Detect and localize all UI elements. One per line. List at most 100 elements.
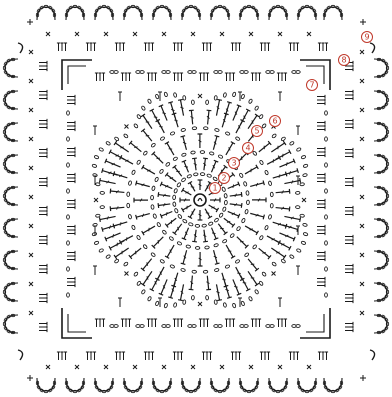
double-crochet-stitch bbox=[142, 226, 155, 235]
double-crochet-stitch bbox=[109, 150, 124, 160]
dc-cluster bbox=[251, 319, 261, 327]
chain-stitch bbox=[248, 296, 252, 301]
inner-square-round bbox=[67, 71, 328, 328]
single-treble bbox=[93, 176, 97, 185]
double-crochet-stitch bbox=[279, 233, 295, 241]
single-crochet-stitch bbox=[29, 166, 33, 170]
dc-cluster bbox=[121, 319, 131, 327]
dc-cluster bbox=[67, 95, 75, 105]
chain-stitch bbox=[259, 235, 264, 240]
ring-start-mark bbox=[198, 199, 202, 202]
scallop bbox=[3, 122, 18, 141]
chain-stitch bbox=[173, 93, 177, 98]
single-crochet-stitch bbox=[360, 50, 364, 54]
chain-stitch bbox=[173, 303, 177, 308]
chain-stitch bbox=[99, 147, 104, 151]
chain-stitch bbox=[262, 272, 267, 277]
scallop bbox=[181, 378, 200, 393]
dc-cluster bbox=[345, 119, 353, 129]
chain-stitch bbox=[241, 94, 245, 99]
double-crochet-stitch bbox=[192, 158, 197, 170]
dc-cluster bbox=[67, 147, 75, 157]
dc-cluster bbox=[67, 173, 75, 183]
single-treble bbox=[118, 92, 122, 101]
chain-stitch bbox=[303, 173, 308, 177]
chain-stitch bbox=[67, 241, 70, 245]
chain-stitch bbox=[259, 114, 264, 119]
chain-stitch bbox=[188, 222, 193, 226]
scallop bbox=[268, 378, 287, 393]
dc-cluster bbox=[57, 43, 67, 51]
dc-cluster bbox=[345, 293, 353, 303]
double-crochet-stitch bbox=[172, 165, 181, 176]
chain-stitch bbox=[301, 155, 306, 159]
dc-cluster bbox=[144, 352, 154, 360]
slip-stitch-mark bbox=[27, 19, 33, 25]
double-crochet-stitch bbox=[99, 178, 115, 183]
chain-stitch bbox=[99, 248, 104, 252]
slip-stitch-mark bbox=[360, 375, 366, 381]
dc-cluster bbox=[317, 199, 325, 209]
double-crochet-stitch bbox=[114, 248, 129, 259]
double-crochet-stitch bbox=[180, 136, 186, 150]
chain-stitch bbox=[100, 191, 105, 194]
scallop bbox=[239, 378, 258, 393]
chain-stitch bbox=[202, 224, 207, 227]
chain-stitch bbox=[325, 163, 328, 167]
double-crochet-stitch bbox=[225, 102, 232, 118]
scallop bbox=[3, 314, 18, 333]
double-crochet-stitch bbox=[276, 150, 291, 160]
chain-stitch bbox=[187, 174, 192, 178]
chain-stitch bbox=[95, 214, 100, 217]
chain-stitch bbox=[325, 111, 328, 115]
corner-bracket bbox=[300, 308, 330, 338]
single-crochet-stitch bbox=[360, 311, 364, 315]
chain-stitch bbox=[209, 152, 214, 156]
round-markers: 1 2 3 4 5 6 7 8 9 bbox=[210, 32, 373, 194]
chain-stitch bbox=[252, 151, 257, 156]
single-crochet-stitch bbox=[104, 365, 108, 369]
chain-stitch bbox=[151, 195, 154, 200]
dc-cluster bbox=[225, 73, 235, 81]
chain-stitch bbox=[128, 214, 132, 219]
scallop bbox=[36, 5, 55, 20]
single-crochet-stitch bbox=[162, 32, 166, 36]
chain-stitch bbox=[106, 254, 111, 259]
double-crochet-stitch bbox=[136, 214, 150, 220]
chain-stitch bbox=[219, 213, 224, 218]
scallop bbox=[297, 5, 316, 20]
single-crochet-stitch bbox=[29, 50, 33, 54]
scallop bbox=[3, 186, 18, 205]
double-crochet-stitch bbox=[271, 248, 286, 259]
chain-stitch bbox=[195, 224, 200, 227]
chain-stitch bbox=[301, 241, 306, 245]
double-crochet-stitch bbox=[233, 279, 241, 295]
double-crochet-stitch bbox=[160, 212, 172, 219]
corner-bracket bbox=[62, 308, 92, 338]
double-crochet-stitch bbox=[168, 282, 175, 298]
single-treble bbox=[296, 126, 300, 135]
chain-stitch bbox=[152, 186, 156, 191]
scallop bbox=[94, 378, 113, 393]
single-treble bbox=[118, 298, 122, 307]
chain-stitch bbox=[191, 100, 194, 105]
svg-text:3: 3 bbox=[231, 159, 236, 168]
double-crochet-stitch bbox=[276, 241, 291, 251]
chain-stitch bbox=[114, 259, 119, 264]
svg-text:5: 5 bbox=[254, 127, 259, 136]
double-crochet-stitch bbox=[141, 129, 152, 141]
chain-stitch bbox=[67, 293, 70, 297]
scallop bbox=[374, 282, 389, 301]
scallop bbox=[3, 154, 18, 173]
dc-cluster bbox=[67, 121, 75, 131]
double-crochet-stitch bbox=[152, 237, 164, 249]
double-crochet-stitch bbox=[110, 189, 124, 194]
chain-stitch bbox=[95, 183, 100, 186]
double-crochet-stitch bbox=[168, 102, 175, 118]
chain-stitch bbox=[289, 141, 294, 146]
chain-stitch bbox=[170, 264, 175, 268]
double-crochet-stitch bbox=[213, 136, 219, 150]
double-crochet-stitch bbox=[198, 210, 203, 220]
double-crochet-stitch bbox=[237, 237, 249, 249]
double-crochet-stitch bbox=[141, 259, 152, 271]
